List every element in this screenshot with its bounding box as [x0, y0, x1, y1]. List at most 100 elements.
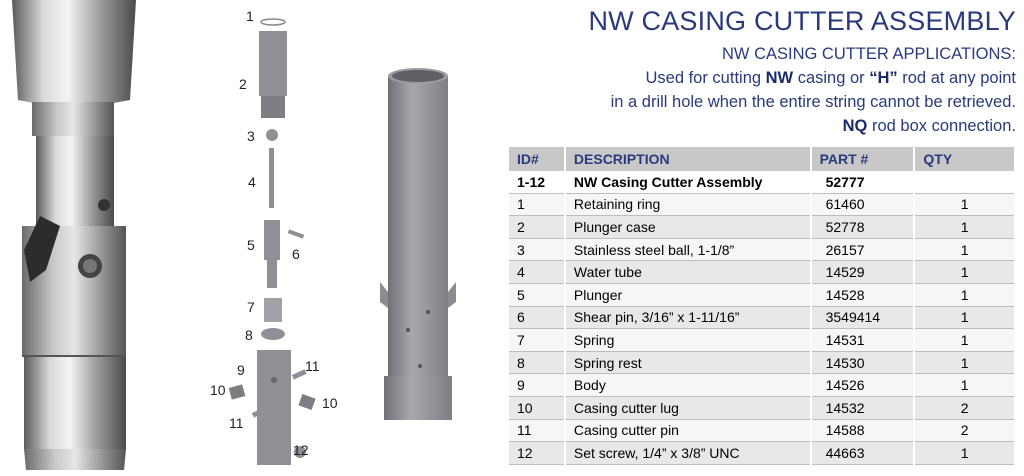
body-part — [257, 350, 291, 465]
shear-pin-part — [287, 229, 305, 239]
cell-id: 8 — [509, 351, 566, 375]
cell-part: 14528 — [810, 283, 916, 307]
label-3: 3 — [247, 128, 255, 144]
label-9: 9 — [237, 362, 245, 378]
casing-cutter-lug-part — [228, 384, 246, 400]
assembled-body-render — [380, 68, 456, 420]
cell-description: Casing cutter pin — [564, 419, 812, 443]
water-tube-part — [269, 148, 274, 208]
spring-part — [264, 298, 282, 322]
header-part: PART # — [810, 147, 916, 171]
parts-table: ID# DESCRIPTION PART # QTY 1-12 NW Casin… — [509, 147, 1016, 465]
cell-part: 26157 — [810, 238, 916, 262]
cell-id: 7 — [509, 328, 566, 352]
cell-qty: 1 — [914, 215, 1016, 239]
cell-part: 14531 — [810, 328, 916, 352]
applications-line-1: Used for cutting NW casing or “H” rod at… — [645, 69, 1016, 87]
cell-description: Casing cutter lug — [564, 396, 812, 420]
cell-qty: 1 — [914, 306, 1016, 330]
cell-qty: 2 — [914, 396, 1016, 420]
cell-part: 52777 — [810, 171, 916, 194]
cell-id: 5 — [509, 283, 566, 307]
cell-id: 3 — [509, 238, 566, 262]
label-4: 4 — [248, 174, 256, 190]
cell-id: 12 — [509, 441, 566, 465]
set-screw-part — [294, 446, 306, 458]
plunger-part — [264, 220, 280, 260]
cell-description: Body — [564, 373, 812, 397]
cell-id: 4 — [509, 260, 566, 284]
cell-qty: 1 — [914, 193, 1016, 217]
cell-qty — [914, 171, 1016, 194]
cell-qty: 1 — [914, 441, 1016, 465]
cell-part: 44663 — [810, 441, 916, 465]
cell-description: Shear pin, 3/16” x 1-11/16” — [564, 306, 812, 330]
casing-cutter-photo — [12, 0, 136, 470]
label-1: 1 — [246, 8, 254, 24]
label-10-left: 10 — [210, 382, 226, 398]
retaining-ring-part — [260, 18, 286, 26]
header-qty: QTY — [914, 147, 1016, 171]
label-2: 2 — [239, 76, 247, 92]
cell-id: 1 — [509, 193, 566, 217]
cell-part: 61460 — [810, 193, 916, 217]
cell-id: 9 — [509, 373, 566, 397]
table-header-row: ID# DESCRIPTION PART # QTY — [509, 147, 1016, 171]
header-description: DESCRIPTION — [564, 147, 812, 171]
cell-part: 14526 — [810, 373, 916, 397]
applications-line-3: NQ rod box connection. — [842, 117, 1016, 135]
plunger-case-part — [259, 31, 287, 96]
label-6: 6 — [292, 246, 300, 262]
applications-block: NW CASING CUTTER APPLICATIONS: Used for … — [611, 42, 1016, 138]
cell-qty: 1 — [914, 283, 1016, 307]
label-11-right: 11 — [305, 358, 320, 374]
cell-qty: 2 — [914, 419, 1016, 443]
cell-id: 1-12 — [509, 171, 566, 194]
cell-description: Spring rest — [564, 351, 812, 375]
label-5: 5 — [247, 237, 255, 253]
cell-part: 14532 — [810, 396, 916, 420]
cell-description: Spring — [564, 328, 812, 352]
label-11-left: 11 — [229, 415, 244, 431]
cell-description: Set screw, 1/4” x 3/8” UNC — [564, 441, 812, 465]
cell-part: 14588 — [810, 419, 916, 443]
cell-part: 14529 — [810, 260, 916, 284]
cell-description: Plunger case — [564, 215, 812, 239]
cell-description: Plunger — [564, 283, 812, 307]
steel-ball-part — [266, 129, 278, 141]
label-12: 12 — [293, 442, 309, 458]
cell-id: 6 — [509, 306, 566, 330]
label-7: 7 — [247, 299, 255, 315]
cell-id: 2 — [509, 215, 566, 239]
label-10-right: 10 — [322, 395, 338, 411]
cell-id: 10 — [509, 396, 566, 420]
cell-part: 14530 — [810, 351, 916, 375]
spring-rest-part — [261, 328, 285, 340]
cell-part: 52778 — [810, 215, 916, 239]
cell-qty: 1 — [914, 238, 1016, 262]
applications-line-2: in a drill hole when the entire string c… — [610, 93, 1016, 111]
cell-description: Stainless steel ball, 1-1/8” — [564, 238, 812, 262]
cell-id: 11 — [509, 419, 566, 443]
exploded-view-diagram — [228, 18, 316, 465]
page-title: NW CASING CUTTER ASSEMBLY — [588, 6, 1016, 36]
casing-cutter-pin-part — [291, 369, 307, 380]
cell-qty: 1 — [914, 373, 1016, 397]
applications-heading: NW CASING CUTTER APPLICATIONS: — [722, 45, 1016, 63]
cell-qty: 1 — [914, 328, 1016, 352]
cell-description: Retaining ring — [564, 193, 812, 217]
cell-qty: 1 — [914, 260, 1016, 284]
table-row-assembly: 1-12 NW Casing Cutter Assembly 52777 — [509, 171, 1016, 194]
cell-qty: 1 — [914, 351, 1016, 375]
